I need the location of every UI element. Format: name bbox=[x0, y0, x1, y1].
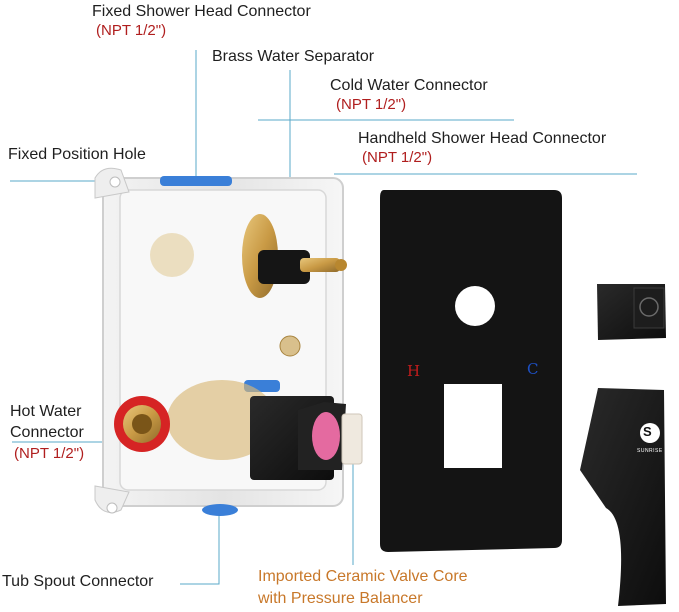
leader-lines bbox=[10, 50, 637, 585]
brass-separator-label: Brass Water Separator bbox=[212, 48, 375, 65]
hot-water-label-line2: Connector bbox=[10, 424, 84, 441]
trim-plate bbox=[380, 190, 562, 552]
tub-spout-label: Tub Spout Connector bbox=[2, 573, 154, 590]
valve-core-label-line1: Imported Ceramic Valve Core bbox=[258, 568, 468, 585]
valve-body bbox=[94, 167, 363, 516]
brand-logo bbox=[640, 423, 660, 443]
cold-water-label: Cold Water Connector bbox=[330, 77, 488, 94]
handheld-label: Handheld Shower Head Connector bbox=[358, 130, 607, 147]
fixed-shower-head-spec: (NPT 1/2") bbox=[96, 22, 167, 39]
hot-water-label-line1: Hot Water bbox=[10, 403, 82, 420]
plate-shower-hole bbox=[455, 286, 495, 326]
hot-water-spec: (NPT 1/2") bbox=[14, 445, 85, 462]
lever-handle bbox=[580, 388, 666, 606]
hot-mark: H bbox=[407, 362, 421, 380]
fixed-position-hole-label: Fixed Position Hole bbox=[8, 146, 146, 163]
brand-letter: S bbox=[643, 424, 652, 439]
handheld-spec: (NPT 1/2") bbox=[362, 149, 433, 166]
cold-water-spec: (NPT 1/2") bbox=[336, 96, 407, 113]
leader-tub-spout bbox=[180, 500, 220, 585]
cold-mark: C bbox=[527, 360, 539, 378]
plate-valve-opening bbox=[444, 384, 502, 468]
brand-name: SUNRISE bbox=[637, 448, 663, 454]
valve-core-label-line2: with Pressure Balancer bbox=[258, 590, 423, 607]
diverter-knob bbox=[597, 284, 666, 340]
fixed-shower-head-label: Fixed Shower Head Connector bbox=[92, 3, 311, 20]
